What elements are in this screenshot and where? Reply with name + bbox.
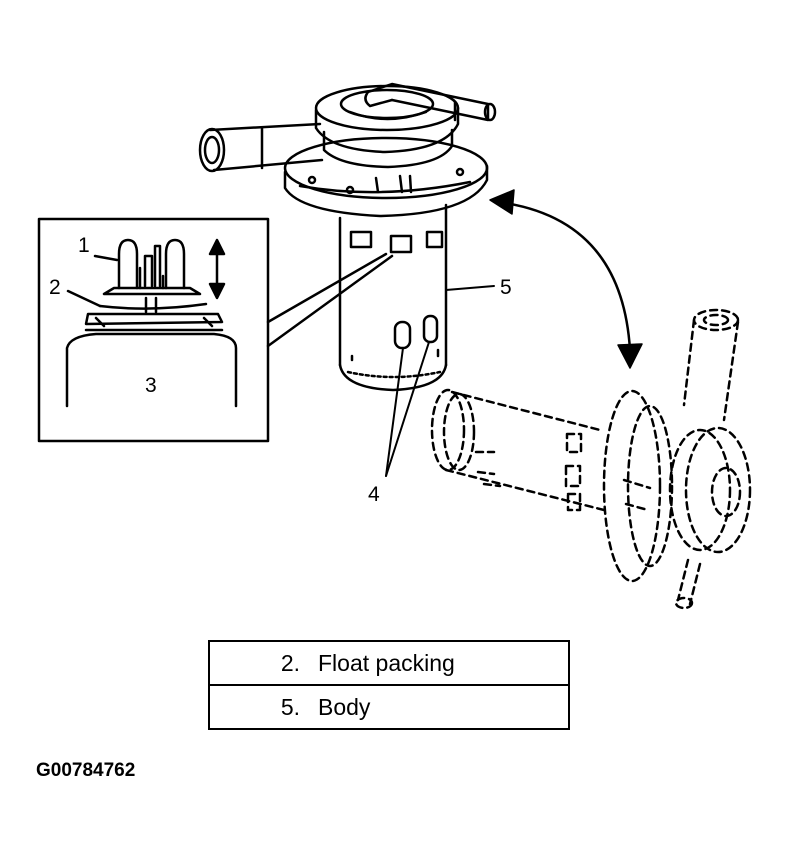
valve-assembly [198, 82, 497, 392]
rotated-assembly-phantom [430, 308, 752, 610]
legend-label: Float packing [318, 649, 455, 676]
callout-leaders [385, 285, 495, 477]
legend-row: 2. Float packing [208, 640, 570, 686]
figure-code: G00784762 [36, 760, 136, 781]
legend-label: Body [318, 693, 371, 720]
fuel-valve-diagram: 1 2 3 4 5 [37, 82, 752, 610]
callout-3: 3 [145, 374, 157, 397]
legend-number: 2. [280, 649, 300, 676]
legend-row: 5. Body [208, 684, 570, 730]
callout-2: 2 [49, 276, 61, 299]
outlet-hose-fitting [198, 122, 324, 173]
mounting-flange [283, 136, 489, 218]
legend-cell: 2. Float packing [208, 640, 570, 686]
legend-number: 5. [280, 693, 300, 720]
rotation-arrow [489, 189, 643, 369]
top-cap [314, 84, 460, 169]
legend-cell: 5. Body [208, 684, 570, 730]
vent-hose-fitting [364, 82, 497, 122]
legend-table: 2. Float packing 5. Body [208, 640, 570, 730]
callout-4: 4 [368, 483, 380, 506]
body-cylinder [338, 203, 448, 392]
callout-5: 5 [500, 276, 512, 299]
callout-1: 1 [78, 234, 90, 257]
inset-detail [37, 217, 270, 443]
inset-connector-lines [266, 252, 394, 348]
